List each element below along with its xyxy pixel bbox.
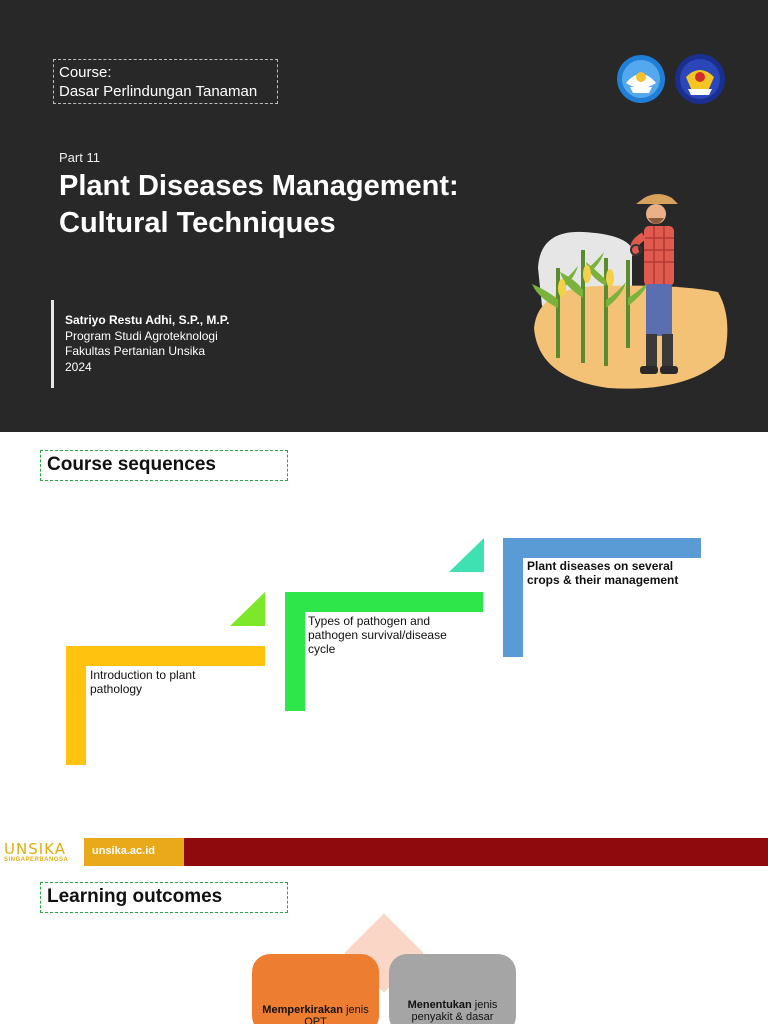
course-box: Course: Dasar Perlindungan Tanaman bbox=[53, 59, 278, 104]
step-1-top-bar bbox=[66, 646, 265, 666]
sequence-step-2: Types of pathogen and pathogen survival/… bbox=[285, 592, 485, 712]
author-block: Satriyo Restu Adhi, S.P., M.P. Program S… bbox=[65, 313, 230, 375]
title-slide: Course: Dasar Perlindungan Tanaman Part … bbox=[0, 0, 768, 432]
author-name: Satriyo Restu Adhi, S.P., M.P. bbox=[65, 313, 230, 327]
outcome-card-2-text: jenis penyakit & dasar bbox=[411, 999, 498, 1023]
learning-outcomes-slide: Learning outcomes Memperkirakan jenis OP… bbox=[0, 866, 768, 1024]
unsika-emblem-logo bbox=[675, 54, 725, 104]
step-2-triangle-accent bbox=[449, 538, 484, 572]
slide-title: Plant Diseases Management: Cultural Tech… bbox=[59, 168, 459, 242]
outcome-card-1-text: jenis OPT bbox=[304, 1004, 369, 1024]
author-program: Program Studi Agroteknologi bbox=[65, 328, 218, 343]
course-name: Dasar Perlindungan Tanaman bbox=[59, 83, 258, 100]
step-1-triangle-accent bbox=[230, 592, 265, 626]
sequence-step-1: Introduction to plant pathology bbox=[66, 646, 266, 766]
course-label: Course: bbox=[59, 64, 112, 81]
outcome-card-determine: Menentukan jenis penyakit & dasar bbox=[389, 954, 516, 1024]
course-sequences-slide: Course sequences Introduction to plant p… bbox=[0, 432, 768, 866]
title-line-1: Plant Diseases Management: bbox=[59, 170, 459, 202]
sequence-step-3: Plant diseases on several crops & their … bbox=[503, 538, 703, 658]
author-faculty: Fakultas Pertanian Unsika bbox=[65, 344, 206, 358]
institution-logos bbox=[617, 54, 725, 104]
outcome-card-2-keyword: Menentukan bbox=[407, 999, 472, 1011]
outcome-card-1-keyword: Memperkirakan bbox=[262, 1004, 344, 1016]
step-3-side-bar bbox=[503, 538, 523, 657]
step-2-label: Types of pathogen and pathogen survival/… bbox=[308, 614, 447, 656]
tut-wuri-handayani-logo bbox=[617, 55, 665, 103]
part-number: Part 11 bbox=[59, 150, 100, 165]
step-3-top-bar bbox=[503, 538, 701, 558]
author-accent-bar bbox=[51, 300, 54, 388]
farmer-illustration bbox=[532, 194, 728, 389]
step-2-top-bar bbox=[285, 592, 483, 612]
unsika-logo-subtext: SINGAPERBANGSA bbox=[4, 857, 69, 863]
unsika-logo: UNSIKA SINGAPERBANGSA bbox=[0, 838, 84, 866]
step-3-label: Plant diseases on several crops & their … bbox=[527, 559, 679, 587]
author-year: 2024 bbox=[65, 359, 92, 374]
step-2-side-bar bbox=[285, 592, 305, 711]
section-title-learning-outcomes: Learning outcomes bbox=[40, 882, 288, 913]
outcome-card-estimate: Memperkirakan jenis OPT bbox=[252, 954, 379, 1024]
footer-bar: UNSIKA SINGAPERBANGSA unsika.ac.id bbox=[0, 838, 768, 866]
unsika-logo-word: UNSIKA bbox=[4, 840, 66, 858]
step-1-label: Introduction to plant pathology bbox=[90, 668, 196, 696]
footer-url-link[interactable]: unsika.ac.id bbox=[84, 838, 184, 866]
section-title-course-sequences: Course sequences bbox=[40, 450, 288, 481]
step-1-side-bar bbox=[66, 646, 86, 765]
title-line-2: Cultural Techniques bbox=[59, 207, 336, 239]
